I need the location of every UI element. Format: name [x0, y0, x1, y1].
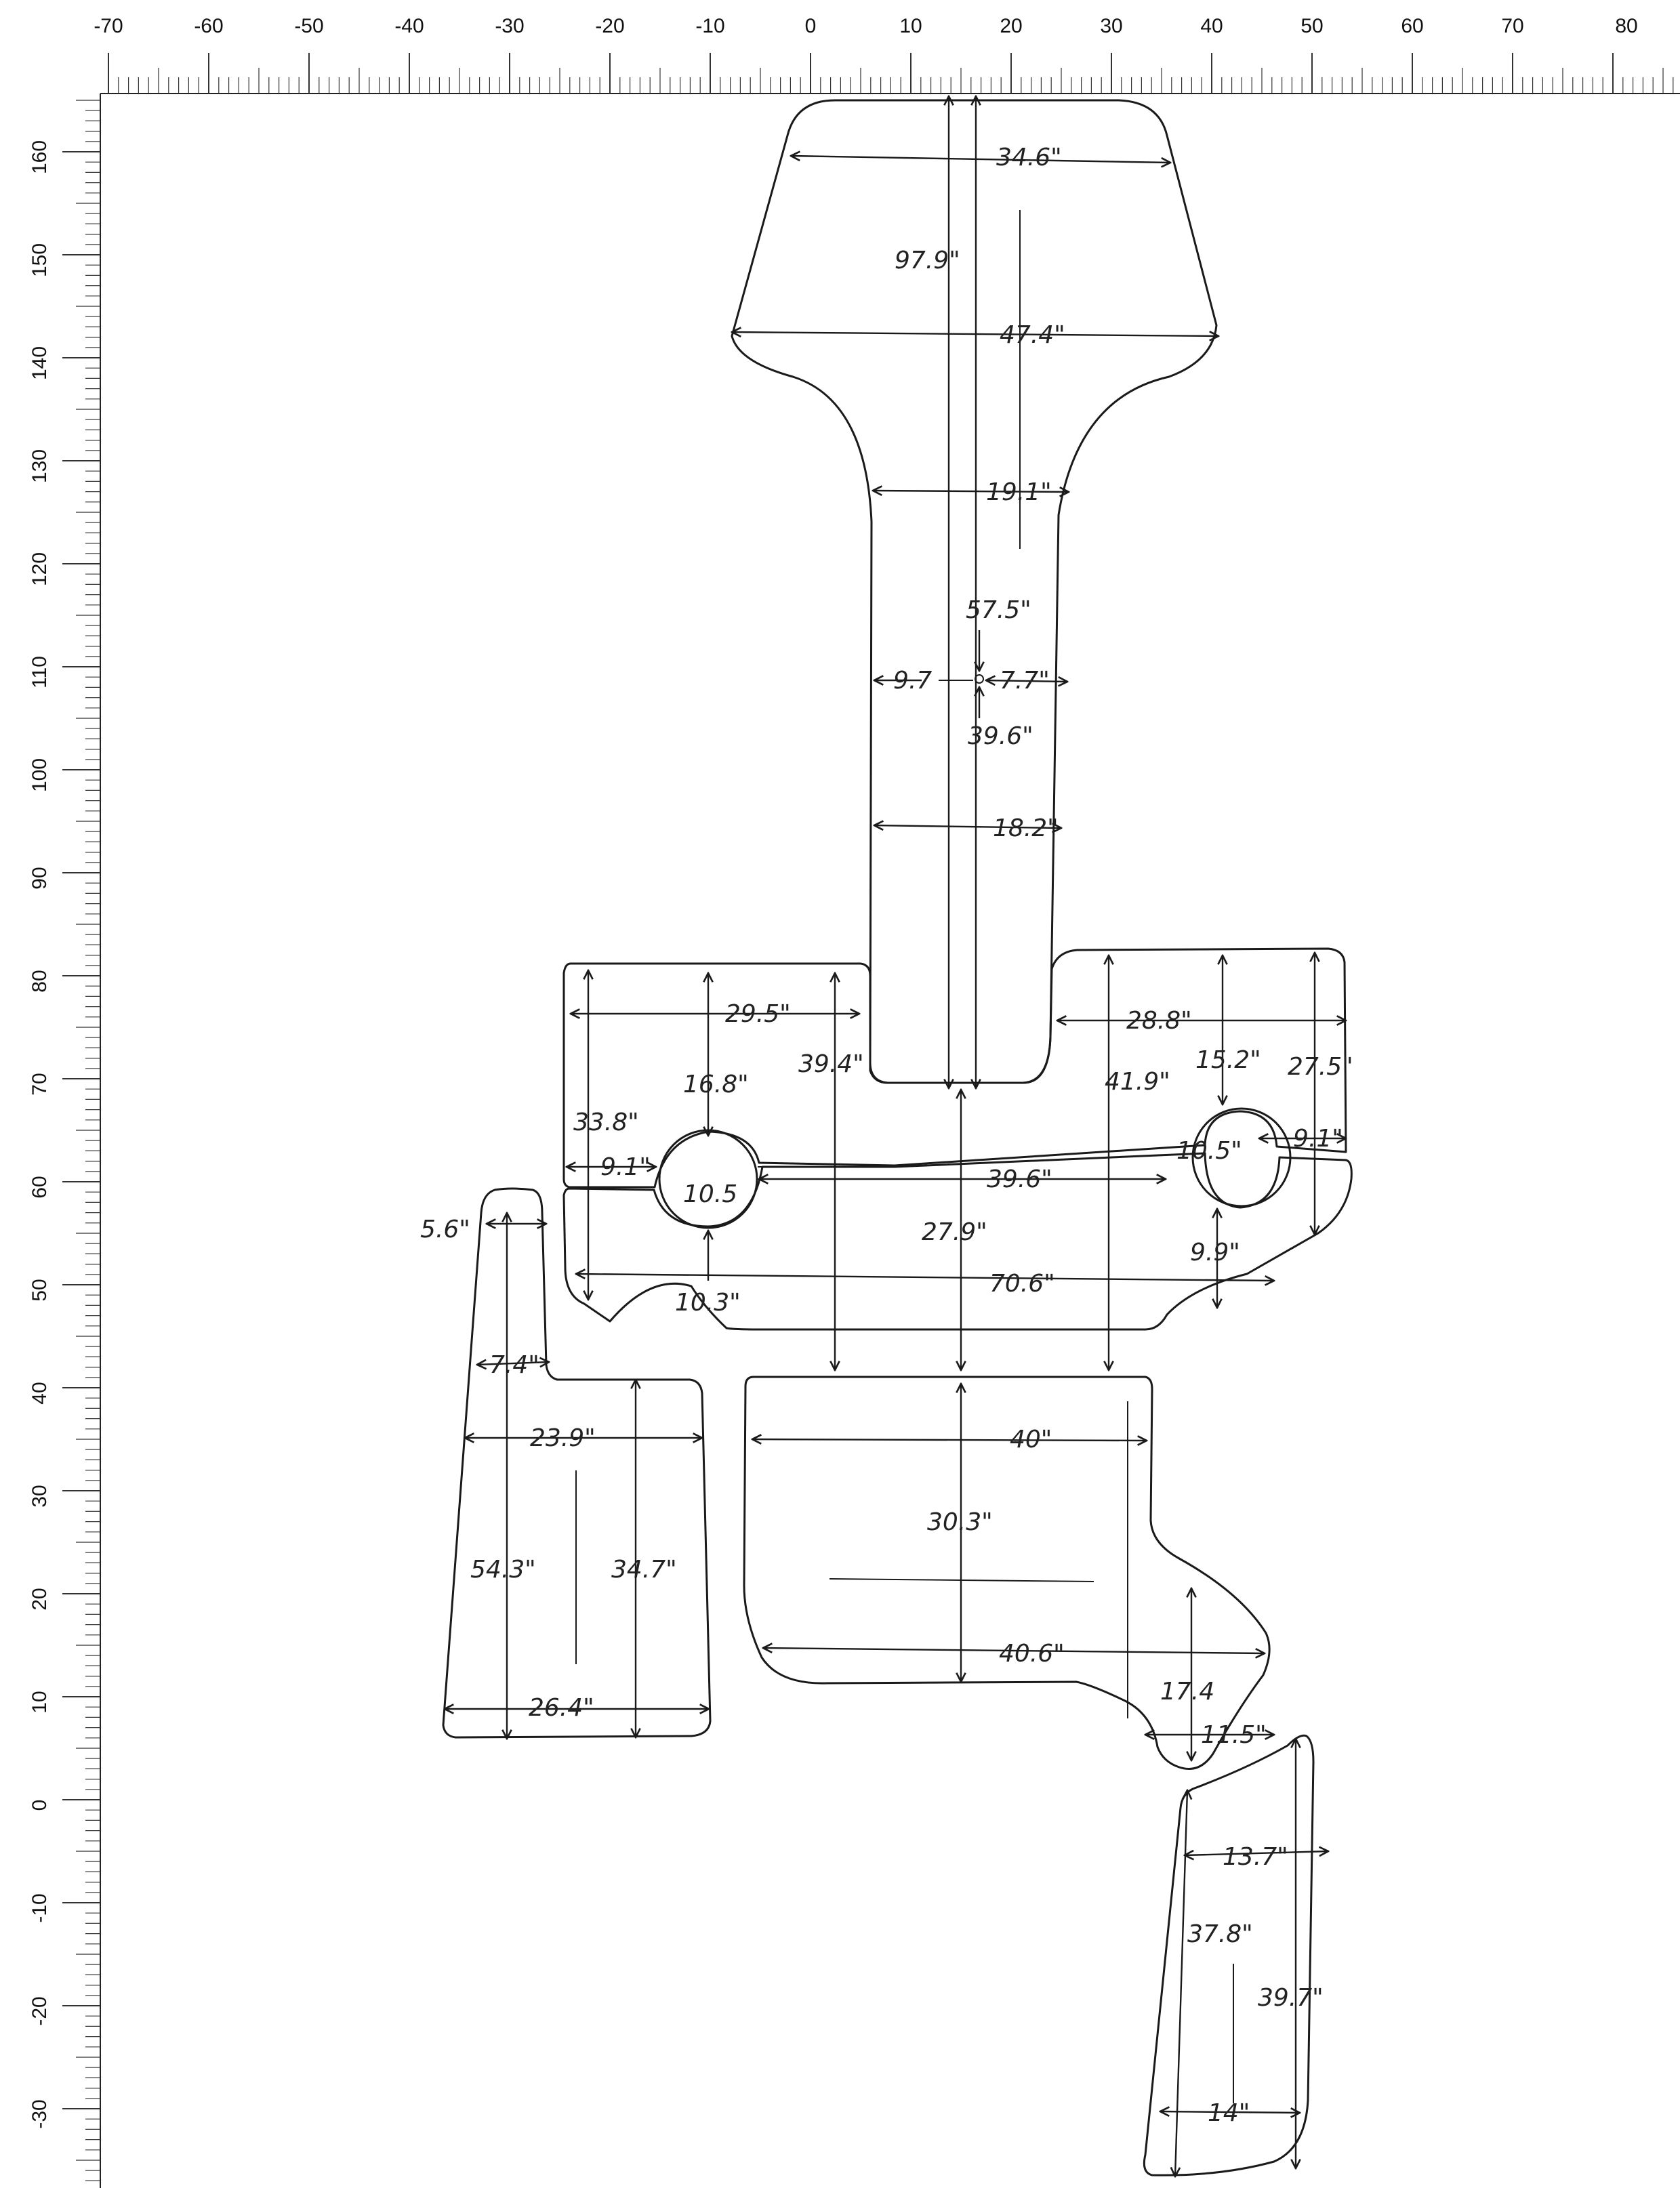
helm-wide-width-label: 47.4" — [1000, 321, 1065, 349]
top-tick-label: -70 — [94, 15, 123, 37]
cockpit-right-inner-height-label: 41.9" — [1105, 1068, 1170, 1096]
left-tick-label: 150 — [28, 243, 51, 277]
left-tick-label: 70 — [28, 1073, 51, 1095]
stern-bottom-width-label: 14" — [1208, 2099, 1250, 2127]
cockpit-left-hole-bottom-label: 10.3" — [675, 1289, 741, 1317]
cockpit-right-hole-top-label: 15.2" — [1195, 1046, 1261, 1074]
cockpit-piece: 29.5" 39.4" 16.8" 33.8" 9.1" 10.5 10.3" … — [562, 947, 1353, 1370]
cockpit-overall-width-label: 70.6" — [989, 1270, 1055, 1298]
deck-bottom-width-label: 40.6" — [999, 1640, 1065, 1668]
top-tick-label: 20 — [1000, 15, 1022, 37]
cockpit-left-height-label: 33.8" — [573, 1109, 639, 1136]
top-tick-label: 60 — [1401, 15, 1423, 37]
deck-outline — [743, 1376, 1271, 1770]
cockpit-right-hole-bottom-label: 9.9" — [1190, 1239, 1240, 1266]
left-tick-label: -30 — [28, 2099, 51, 2128]
helm-outline — [731, 99, 1218, 1084]
left-tick-label: -20 — [28, 1996, 51, 2025]
top-tick-label: 40 — [1200, 15, 1223, 37]
left-tick-label: 120 — [28, 552, 51, 586]
left-tick-label: 10 — [28, 1691, 51, 1713]
top-tick-label: 0 — [805, 15, 817, 37]
helm-neck-width-label: 19.1" — [986, 478, 1052, 506]
cockpit-left-width-label: 29.5" — [725, 1000, 791, 1028]
helm-hole-right-label: 7.7" — [1000, 667, 1050, 695]
top-tick-label: 50 — [1300, 15, 1323, 37]
side-left-inner-height-label: 34.7" — [611, 1556, 677, 1584]
side-left-top-width-label: 23.9" — [530, 1424, 596, 1452]
left-tick-label: 20 — [28, 1588, 51, 1610]
cockpit-right-width-label: 28.8" — [1126, 1007, 1192, 1035]
deck-tail-height-label: 17.4 — [1160, 1678, 1214, 1706]
deck-tail-width-label: 11.5" — [1201, 1721, 1267, 1749]
helm-center-hole — [975, 674, 984, 684]
top-tick-label: -30 — [495, 15, 524, 37]
top-tick-label: 10 — [899, 15, 922, 37]
side-left-bottom-width-label: 26.4" — [529, 1694, 594, 1722]
left-ruler: 160 150 140 130 120 110 100 90 80 70 60 … — [28, 94, 101, 2188]
side-left-step-width-label: 7.4" — [489, 1351, 539, 1379]
helm-lower-neck-width-label: 18.2" — [993, 814, 1059, 842]
helm-hole-left-label: 9.7 — [893, 667, 932, 695]
left-tick-label: -10 — [28, 1893, 51, 1922]
helm-upper-offset-label: 57.5" — [966, 596, 1031, 624]
cockpit-left-hole — [658, 1129, 758, 1229]
stern-outer-length-label: 39.7" — [1258, 1984, 1324, 2012]
top-tick-label: -10 — [695, 15, 724, 37]
helm-length-label: 97.9" — [895, 247, 960, 274]
helm-top-width-label: 34.6" — [996, 144, 1062, 171]
cockpit-right-height-label: 27.5" — [1288, 1053, 1353, 1081]
side-left-outline — [442, 1187, 712, 1739]
top-tick-label: 30 — [1100, 15, 1122, 37]
cockpit-left-inner-height-label: 39.4" — [798, 1050, 864, 1078]
top-ruler: -70 -60 -50 -40 -30 -20 -10 0 10 20 30 4… — [94, 15, 1680, 94]
cockpit-right-hole — [1191, 1107, 1292, 1207]
top-tick-label: -20 — [595, 15, 624, 37]
top-ruler-labels: -70 -60 -50 -40 -30 -20 -10 0 10 20 30 4… — [94, 15, 1637, 37]
left-tick-label: 140 — [28, 346, 51, 380]
stern-top-width-label: 13.7" — [1223, 1843, 1288, 1871]
top-tick-label: -40 — [394, 15, 424, 37]
left-tick-label: 90 — [28, 867, 51, 889]
cockpit-center-span-label: 39.6" — [987, 1165, 1052, 1193]
left-tick-label: 50 — [28, 1279, 51, 1301]
top-tick-label: -50 — [294, 15, 323, 37]
top-tick-label: 70 — [1501, 15, 1523, 37]
left-tick-label: 0 — [28, 1800, 51, 1811]
left-tick-label: 100 — [28, 758, 51, 792]
left-tick-label: 110 — [28, 656, 51, 688]
cockpit-right-hole-side-label: 9.1" — [1293, 1125, 1343, 1153]
helm-lower-offset-label: 39.6" — [968, 722, 1033, 750]
side-left-piece: 5.6" 7.4" 23.9" 54.3" 34.7" 26.4" — [420, 1187, 712, 1739]
left-tick-label: 60 — [28, 1176, 51, 1198]
left-tick-label: 80 — [28, 970, 51, 992]
cockpit-left-hole-top-label: 16.8" — [683, 1071, 749, 1098]
top-tick-label: -60 — [194, 15, 223, 37]
stern-piece: 13.7" 37.8" 39.7" 14" — [1143, 1734, 1328, 2176]
top-ruler-ticks — [108, 53, 1674, 94]
helm-piece: 34.6" 97.9" 47.4" 19.1" 57.5" 9.7 7.7" 3… — [731, 96, 1218, 1088]
cockpit-left-hole-side-label: 9.1" — [600, 1153, 651, 1181]
top-tick-label: 80 — [1615, 15, 1637, 37]
cockpit-left-top-outline — [562, 947, 1347, 1189]
deck-top-width-label: 40" — [1010, 1426, 1052, 1453]
cockpit-left-hole-diameter-label: 10.5 — [683, 1180, 737, 1208]
left-ruler-labels: 160 150 140 130 120 110 100 90 80 70 60 … — [28, 140, 51, 2129]
left-tick-label: 130 — [28, 449, 51, 483]
cockpit-right-hole-diameter-label: 10.5" — [1176, 1137, 1242, 1165]
side-left-height-label: 54.3" — [470, 1556, 536, 1584]
side-left-tab-width-label: 5.6" — [420, 1216, 470, 1243]
deck-piece: 40" 30.3" 40.6" 17.4 11.5" — [743, 1376, 1274, 1770]
left-ruler-ticks — [62, 100, 100, 2181]
cockpit-center-height-label: 27.9" — [922, 1218, 987, 1246]
deck-height-label: 30.3" — [927, 1508, 993, 1536]
left-tick-label: 40 — [28, 1382, 51, 1404]
stern-inner-length-label: 37.8" — [1187, 1920, 1253, 1948]
left-tick-label: 160 — [28, 140, 51, 174]
left-tick-label: 30 — [28, 1485, 51, 1507]
